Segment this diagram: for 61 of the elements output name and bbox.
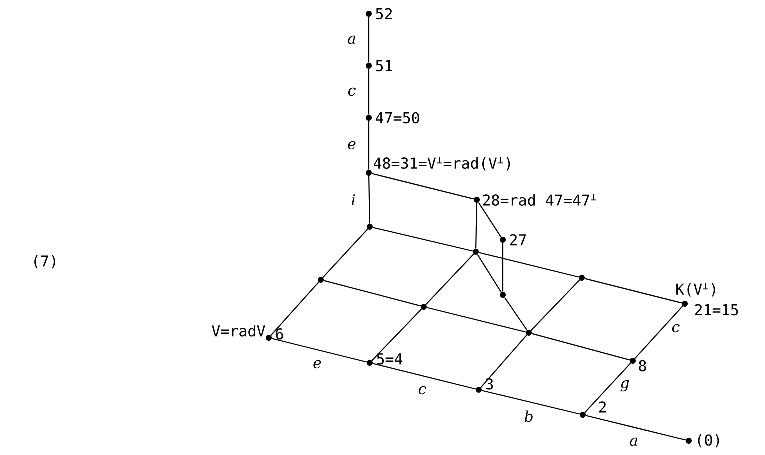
lattice-point — [473, 249, 479, 255]
equation-number: (7) — [34, 255, 56, 269]
point-label: 2 — [599, 402, 606, 413]
point-label: V=radV — [212, 325, 266, 337]
point-label: 6 — [276, 328, 284, 340]
point-label: 27 — [510, 234, 526, 246]
lattice-line — [584, 362, 632, 414]
lattice-line — [322, 228, 368, 278]
lattice-line — [634, 306, 684, 359]
lattice-line — [482, 390, 580, 415]
lattice-line — [502, 243, 504, 292]
point-label: 51 — [376, 60, 392, 72]
lattice-line — [373, 227, 474, 252]
lattice-line — [368, 17, 370, 63]
edge-label: e — [314, 360, 322, 369]
point-label: 28=rad 47=47$^{⊥}$ — [483, 194, 596, 206]
lattice-line — [530, 280, 580, 332]
edge-label: e — [348, 141, 356, 150]
point-label: 47=50 — [376, 112, 420, 124]
lattice-line — [477, 254, 502, 293]
lattice-line — [476, 203, 478, 249]
lattice-line — [272, 338, 368, 363]
point-label: 5=4 — [377, 354, 403, 365]
edge-label: b — [524, 410, 533, 422]
point-label: K(V$^{⊥}$) — [676, 283, 716, 297]
lattice-line — [478, 252, 580, 278]
lattice-line — [270, 282, 320, 336]
point-label: 48=31=V$^{⊥}$=rad(V$^{⊥}$) — [374, 157, 510, 171]
edge-label: a — [348, 36, 356, 44]
point-label: 21=15 — [695, 304, 738, 316]
lattice-line — [372, 308, 422, 362]
point-label: 52 — [376, 8, 392, 20]
lattice-point — [318, 277, 324, 283]
lattice-line — [478, 202, 502, 238]
lattice-line — [368, 176, 370, 224]
lattice-line — [426, 307, 526, 333]
lattice-line — [426, 254, 474, 306]
lattice-point — [421, 304, 427, 310]
lattice-line — [584, 278, 682, 304]
point-label: 8 — [639, 360, 646, 372]
lattice-line — [504, 297, 528, 331]
lattice-line — [372, 173, 474, 200]
point-label: 3 — [486, 378, 494, 390]
lattice-line — [532, 333, 630, 361]
point-label: (0) — [698, 434, 720, 448]
lattice-line — [368, 121, 370, 170]
lattice-line — [480, 335, 528, 388]
lattice-point — [367, 224, 373, 230]
edge-label: c — [348, 88, 356, 96]
lattice-line — [586, 415, 686, 441]
lattice-line — [372, 363, 476, 390]
edge-label: i — [352, 194, 356, 206]
lattice-point — [500, 292, 506, 298]
lattice-line — [324, 280, 422, 307]
edge-label: g — [620, 380, 630, 392]
lattice-line — [368, 69, 370, 115]
lattice-point — [526, 330, 532, 336]
edge-label: c — [418, 386, 426, 395]
edge-label: c — [672, 324, 680, 333]
lattice-point — [579, 275, 585, 281]
edge-label: a — [630, 438, 638, 446]
